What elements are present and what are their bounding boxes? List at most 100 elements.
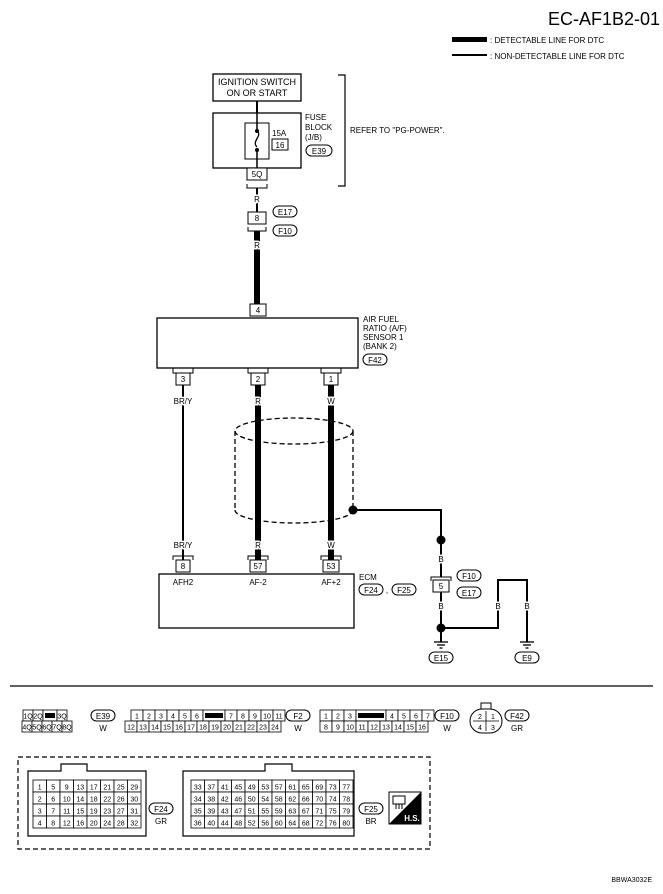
wire-color-power-lower: R xyxy=(254,241,260,250)
svg-text:4: 4 xyxy=(256,306,261,315)
f24-cell-0-4-label: 17 xyxy=(90,785,98,792)
ecm-box xyxy=(158,573,355,629)
f25-cell-0-3-label: 45 xyxy=(234,785,242,792)
e39-cell-r2-2-label: 6Q xyxy=(42,725,52,732)
ground-e15-label: E15 xyxy=(434,654,449,663)
connector-f25-color: BR xyxy=(365,817,376,826)
non-detectable-line-sample xyxy=(452,54,487,56)
f10-cell-r1-6-label: 7 xyxy=(426,714,430,721)
f2-cell-r1-1-label: 2 xyxy=(147,714,151,721)
f2-cell-r1-9-label: 10 xyxy=(263,714,271,721)
f2-cell-r1-4-label: 5 xyxy=(183,714,187,721)
f25-cell-3-4-label: 52 xyxy=(248,821,256,828)
f25-cell-2-5-label: 55 xyxy=(261,809,269,816)
f10-cell-r2-7-label: 15 xyxy=(406,725,414,732)
connector-plug-icon xyxy=(392,795,406,809)
f25-cell-0-0-label: 33 xyxy=(194,785,202,792)
ecm-terminal-57 xyxy=(249,559,267,573)
af-sensor-label-line3: SENSOR 1 xyxy=(363,333,404,342)
f10-cell-r2-5-label: 13 xyxy=(382,725,390,732)
f25-cell-3-6-label: 60 xyxy=(275,821,283,828)
f25-cell-3-11-label: 80 xyxy=(342,821,350,828)
svg-text:1: 1 xyxy=(329,375,334,384)
ground-e9-label: E9 xyxy=(522,654,532,663)
f2-cell-r2-9-label: 21 xyxy=(235,725,243,732)
f2-cell-r2-12-label: 24 xyxy=(271,725,279,732)
f25-cell-1-2-label: 42 xyxy=(221,797,229,804)
svg-text:3: 3 xyxy=(491,725,495,732)
sensor-bottom-terminals: 3 2 1 xyxy=(172,368,342,386)
f24-cell-2-2-label: 11 xyxy=(63,809,70,816)
f25-cell-3-7-label: 64 xyxy=(288,821,296,828)
power-bracket xyxy=(338,74,346,187)
f25-cell-1-9-label: 70 xyxy=(315,797,323,804)
f2-cell-r1-10-label: 11 xyxy=(275,714,282,721)
wire-color-af-plus-bottom: W xyxy=(327,541,335,550)
f24-cell-0-7-label: 29 xyxy=(130,785,138,792)
f24-cell-1-5-label: 22 xyxy=(103,797,111,804)
connector-id-f10-lower: F10 xyxy=(462,572,476,581)
f25-cell-0-4-label: 49 xyxy=(248,785,256,792)
f10-cell-r1-5-label: 6 xyxy=(414,714,418,721)
fuse-block-label-line2: BLOCK xyxy=(305,123,333,132)
figure-code: BBWA3032E xyxy=(611,877,652,884)
f10-cell-r1-0-label: 1 xyxy=(324,714,328,721)
af-sensor-label-line4: (BANK 2) xyxy=(363,342,397,351)
e39-cell-r2-3-label: 7Q xyxy=(52,725,62,732)
f24-cell-2-3-label: 15 xyxy=(76,809,84,816)
wire-color-shield-lower: B xyxy=(438,602,443,611)
connector-f24-id: F24 xyxy=(154,805,168,814)
wire-shield xyxy=(234,417,354,524)
svg-text:57: 57 xyxy=(254,562,263,571)
f2-cell-r2-6-label: 18 xyxy=(199,725,207,732)
f10-cell-r1-1-label: 2 xyxy=(336,714,340,721)
ignition-switch-label-line1: IGNITION SWITCH xyxy=(218,77,296,87)
wire-color-heater-top: BR/Y xyxy=(174,397,193,406)
legend-detectable-label: : DETECTABLE LINE FOR DTC xyxy=(490,36,604,45)
svg-text:2: 2 xyxy=(256,375,261,384)
ecm-terminal-53 xyxy=(322,559,340,573)
f10-cell-r2-2-label: 10 xyxy=(346,725,354,732)
f25-cell-1-3-label: 46 xyxy=(234,797,242,804)
f2-cell-r2-10-label: 22 xyxy=(247,725,255,732)
f25-cell-1-5-label: 54 xyxy=(261,797,269,804)
wire-color-power-upper: R xyxy=(254,195,260,204)
ecm-function-af-plus: AF+2 xyxy=(321,578,341,587)
ignition-switch: IGNITION SWITCH ON OR START xyxy=(212,73,302,102)
f10-cell-r2-8 xyxy=(415,720,429,733)
fuse-block-connector-badge xyxy=(305,144,333,157)
f25-cell-2-9-label: 71 xyxy=(315,809,323,816)
wire-color-heater-bottom: BR/Y xyxy=(174,541,193,550)
connector-f42-color: GR xyxy=(511,724,523,733)
f24-cell-3-2-label: 12 xyxy=(63,821,71,828)
f24-cell-0-1-label: 5 xyxy=(51,785,55,792)
connector-f10-color: W xyxy=(443,724,451,733)
f2-cell-r2-3-label: 15 xyxy=(163,725,171,732)
f24-cell-3-7 xyxy=(127,815,142,829)
f25-cell-3-2-label: 44 xyxy=(221,821,229,828)
f25-cell-0-7-label: 61 xyxy=(288,785,296,792)
wire-color-ground-e9: B xyxy=(524,602,529,611)
f24-cell-0-6-label: 25 xyxy=(117,785,125,792)
f24-cell-1-2-label: 10 xyxy=(63,797,71,804)
f2-cell-r1-5-label: 6 xyxy=(195,714,199,721)
f2-cell-r2-12 xyxy=(268,720,282,733)
ground-splice xyxy=(436,623,446,633)
f2-cell-r2-11-label: 23 xyxy=(259,725,267,732)
f25-cell-2-10-label: 75 xyxy=(329,809,337,816)
f25-cell-0-8-label: 65 xyxy=(302,785,310,792)
connector-f25-id: F25 xyxy=(364,805,378,814)
e39-cell-r1-0-label: 1Q xyxy=(23,714,33,721)
f25-cell-2-0-label: 35 xyxy=(194,809,202,816)
fuse-block-label-line1: FUSE xyxy=(305,113,326,122)
harness-side-badge: H.S. xyxy=(388,791,422,825)
f2-cell-r1-2-label: 3 xyxy=(159,714,163,721)
svg-text:53: 53 xyxy=(327,562,336,571)
f25-cell-1-10-label: 74 xyxy=(329,797,337,804)
f24-cell-1-0-label: 2 xyxy=(38,797,42,804)
shield-splice xyxy=(348,505,358,515)
connector-id-e17-lower: E17 xyxy=(462,589,477,598)
svg-text:2: 2 xyxy=(478,714,482,721)
f24-cell-0-5-label: 21 xyxy=(103,785,111,792)
